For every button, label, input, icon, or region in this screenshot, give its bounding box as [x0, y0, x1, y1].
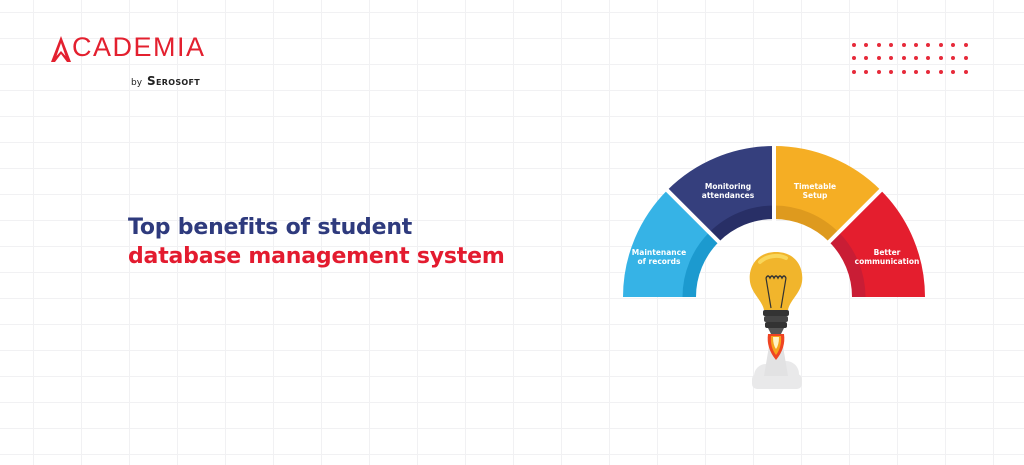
- decor-dot: [901, 43, 906, 47]
- decor-dot: [889, 43, 894, 47]
- label-line: attendances: [701, 191, 755, 200]
- label-line: Monitoring: [704, 182, 752, 191]
- label-line: of records: [637, 257, 681, 266]
- segment-label-monitoring: Monitoring attendances: [702, 182, 754, 200]
- decor-dot: [926, 56, 931, 61]
- decor-dot: [914, 69, 918, 74]
- logo-brand: Serosoft: [147, 74, 200, 88]
- decor-dot: [914, 43, 918, 47]
- title-line-2: database management system: [128, 244, 505, 269]
- gauge-segment: [623, 190, 710, 297]
- lightbulb-rocket-icon: [749, 252, 803, 389]
- decor-dot: [864, 56, 869, 61]
- decor-dot: [852, 43, 856, 47]
- label-line: Timetable: [793, 182, 837, 191]
- decor-dot: [901, 56, 906, 61]
- label-line: Setup: [802, 191, 828, 200]
- gauge-segment: [682, 232, 719, 297]
- decor-dot: [852, 56, 856, 61]
- decor-dot: [876, 56, 881, 61]
- gauge-segment: [709, 205, 774, 242]
- logo-text: CADEMIA: [72, 32, 206, 62]
- decor-dot: [889, 69, 894, 74]
- decor-dot: [876, 69, 881, 74]
- decor-dot: [926, 69, 931, 74]
- segment-label-maintenance: Maintenance of records: [632, 248, 686, 266]
- decor-dot: [963, 69, 968, 74]
- academia-logo: CADEMIA by Serosoft: [51, 32, 206, 88]
- decor-dot: [864, 69, 869, 74]
- decor-dot: [901, 69, 906, 74]
- decor-dot: [914, 56, 918, 61]
- decor-dot: [938, 43, 943, 47]
- logo-a-arrow-icon: [51, 36, 71, 62]
- decor-dot: [876, 43, 881, 47]
- page-title: Top benefits of student database managem…: [128, 213, 505, 271]
- decor-dot: [889, 56, 894, 61]
- decor-dot: [926, 43, 931, 47]
- decor-dot: [938, 69, 943, 74]
- label-line: communication: [854, 257, 920, 266]
- segment-label-timetable: Timetable Setup: [794, 182, 836, 200]
- label-line: Better: [873, 248, 901, 257]
- decor-dot: [963, 43, 968, 47]
- logo-byline: by Serosoft: [131, 70, 200, 89]
- decor-dot: [951, 56, 956, 61]
- logo-wordmark: CADEMIA: [51, 32, 206, 62]
- decor-dot: [864, 43, 869, 47]
- segment-label-communication: Better communication: [855, 248, 920, 266]
- title-line-1: Top benefits of student: [128, 215, 413, 240]
- gauge-segment: [774, 205, 839, 242]
- decor-dot: [951, 69, 956, 74]
- decor-dot: [951, 43, 956, 47]
- logo-by: by: [131, 78, 143, 88]
- decor-dot: [963, 56, 968, 61]
- label-line: Maintenance: [631, 248, 687, 257]
- decor-dot: [938, 56, 943, 61]
- decor-dot: [852, 69, 856, 74]
- gauge-segment: [838, 190, 925, 297]
